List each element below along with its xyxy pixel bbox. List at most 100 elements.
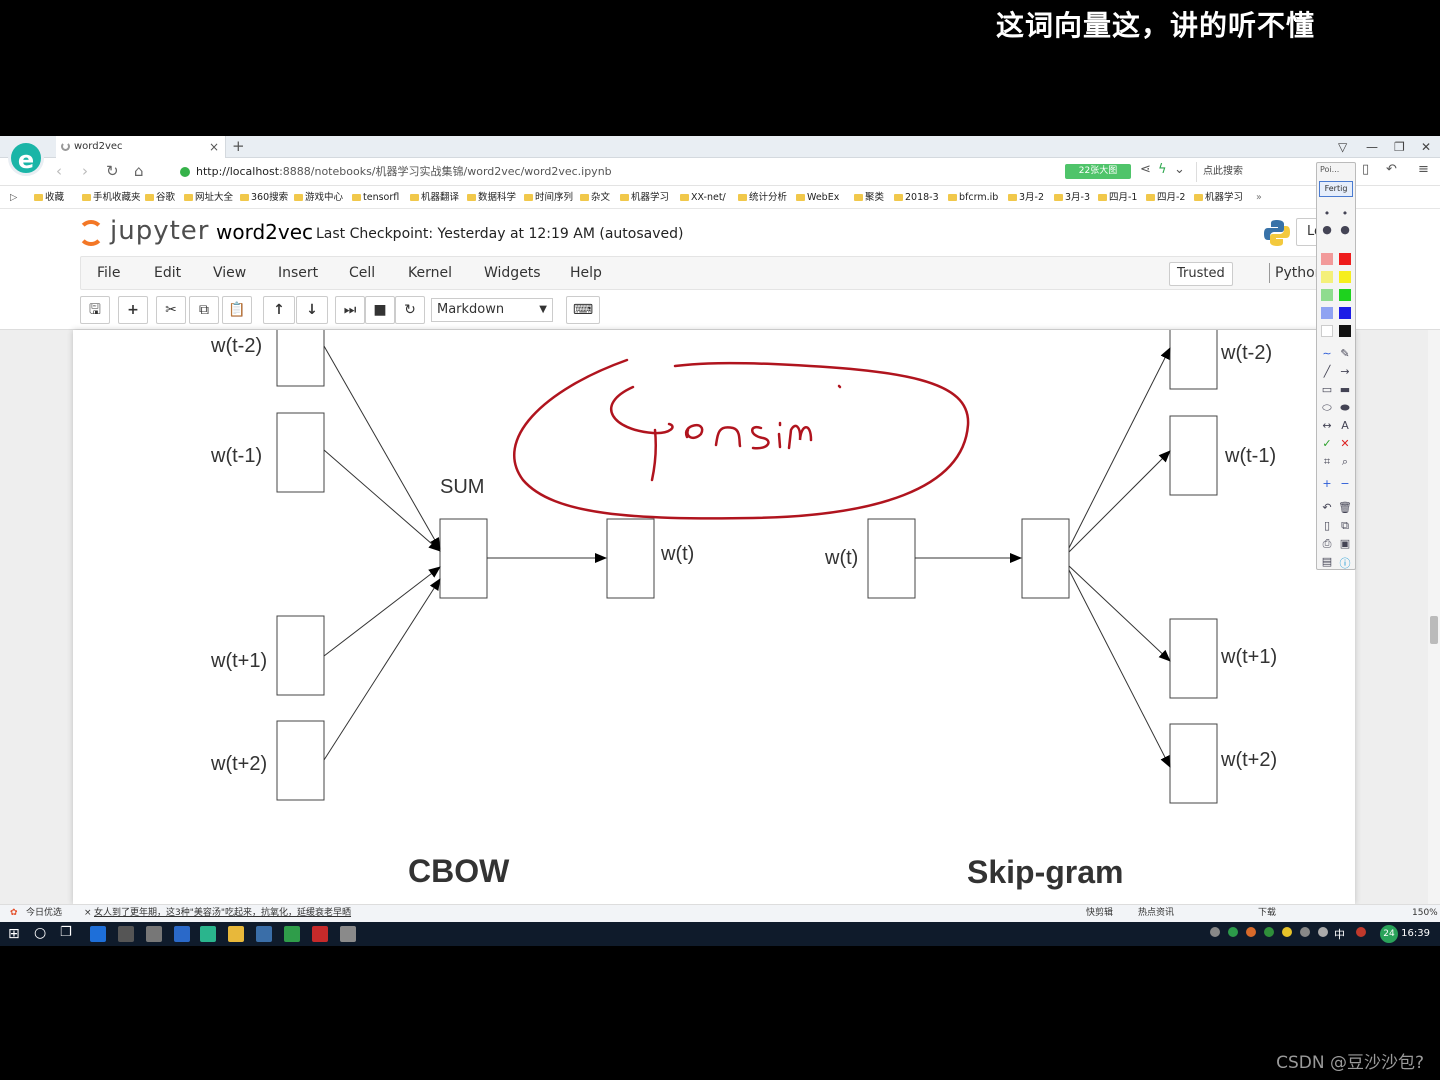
tray-icon[interactable] <box>1246 927 1256 937</box>
color-swatch[interactable] <box>1339 253 1351 265</box>
close-tab-icon[interactable]: × <box>208 140 219 154</box>
restart-button[interactable]: ↻ <box>395 296 425 324</box>
tab-word2vec[interactable]: word2vec × <box>56 136 226 158</box>
cross-icon[interactable]: ✕ <box>1340 437 1350 450</box>
bookmark-item[interactable]: 3月-3 <box>1054 187 1090 209</box>
bookmark-item[interactable]: bfcrm.ib <box>948 187 998 209</box>
copy-icon[interactable]: ⧉ <box>1341 519 1349 532</box>
paste-button[interactable]: 📋 <box>222 296 252 324</box>
undo-icon[interactable]: ↶ <box>1322 501 1332 514</box>
zoom-level[interactable]: 150% <box>1412 908 1438 918</box>
bookmark-item[interactable]: 收藏 <box>34 187 64 209</box>
tray-icon[interactable] <box>1210 927 1220 937</box>
bookmark-item[interactable]: 360搜索 <box>240 187 288 209</box>
color-swatch[interactable] <box>1339 307 1351 319</box>
menu-insert[interactable]: Insert <box>278 265 319 281</box>
share-icon[interactable]: ⋖ <box>1140 162 1151 177</box>
bookmark-item[interactable]: 四月-1 <box>1098 187 1137 209</box>
arrow-icon[interactable]: → <box>1340 365 1350 378</box>
explorer-app-icon[interactable] <box>228 926 244 942</box>
bookmark-item[interactable]: 手机收藏夹 <box>82 187 141 209</box>
copy-button[interactable]: ⧉ <box>189 296 219 324</box>
more-bookmarks-icon[interactable]: » <box>1256 192 1262 203</box>
run-button[interactable]: ⏭ <box>335 296 365 324</box>
menu-file[interactable]: File <box>97 265 121 281</box>
tray-icon[interactable] <box>1228 927 1238 937</box>
bookmark-item[interactable]: 数据科学 <box>467 187 516 209</box>
bookmark-item[interactable]: 机器学习 <box>1194 187 1243 209</box>
start-icon[interactable]: ⊞ <box>8 926 20 942</box>
phone-icon[interactable]: ▯ <box>1362 162 1370 177</box>
bookmarks-toggle-icon[interactable]: ▷ <box>10 192 18 203</box>
filled-ellipse-icon[interactable]: ⬬ <box>1340 401 1350 414</box>
bookmark-item[interactable]: 机器学习 <box>620 187 669 209</box>
print-icon[interactable]: ⎙ <box>1322 537 1332 550</box>
task-view-icon[interactable]: ❐ <box>60 925 72 940</box>
menu-edit[interactable]: Edit <box>154 265 182 281</box>
rectangle-icon[interactable]: ▭ <box>1321 383 1333 396</box>
reload-icon[interactable]: ↻ <box>106 162 119 180</box>
menu-kernel[interactable]: Kernel <box>408 265 452 281</box>
minus-icon[interactable]: − <box>1340 477 1350 490</box>
keyboard-shortcuts-button[interactable]: ⌨ <box>566 296 600 324</box>
filled-rectangle-icon[interactable]: ▬ <box>1339 383 1351 396</box>
plus-icon[interactable]: + <box>1322 477 1332 490</box>
jupyter-logo-icon[interactable] <box>78 220 104 246</box>
app-icon[interactable] <box>284 926 300 942</box>
bookmark-item[interactable]: XX-net/ <box>680 187 726 209</box>
bookmark-item[interactable]: 聚类 <box>854 187 884 209</box>
store-app-icon[interactable] <box>118 926 134 942</box>
small-dot-icon[interactable]: • <box>1323 207 1331 220</box>
bookmark-item[interactable]: 游戏中心 <box>294 187 343 209</box>
new-page-icon[interactable]: ▯ <box>1323 519 1331 532</box>
bookmark-item[interactable]: 杂文 <box>580 187 610 209</box>
screen-icon[interactable]: ▤ <box>1321 555 1333 568</box>
move-down-button[interactable]: ↓ <box>296 296 328 324</box>
search-input[interactable]: 点此搜索 <box>1196 162 1306 182</box>
bookmark-item[interactable]: 机器翻译 <box>410 187 459 209</box>
large-dot-icon[interactable]: ● <box>1340 223 1350 236</box>
color-swatch[interactable] <box>1321 307 1333 319</box>
menu-icon[interactable]: ≡ <box>1418 162 1429 177</box>
taskbar-clock[interactable]: 16:39 <box>1401 928 1430 939</box>
insert-cell-button[interactable]: + <box>118 296 148 324</box>
browser-app-icon[interactable] <box>200 926 216 942</box>
skin-icon[interactable]: ▽ <box>1338 140 1348 154</box>
interrupt-button[interactable]: ■ <box>365 296 395 324</box>
bookmark-item[interactable]: WebEx <box>796 187 839 209</box>
fertig-button[interactable]: Fertig <box>1319 181 1353 197</box>
crop-icon[interactable]: ⌗ <box>1323 455 1331 468</box>
close-window-icon[interactable]: ✕ <box>1421 140 1432 154</box>
cell-type-select[interactable]: Markdown ▼ <box>431 298 553 322</box>
tray-icon[interactable] <box>1264 927 1274 937</box>
maximize-icon[interactable]: ❐ <box>1394 140 1405 154</box>
check-icon[interactable]: ✓ <box>1322 437 1332 450</box>
double-arrow-icon[interactable]: ↔ <box>1322 419 1332 432</box>
minimize-icon[interactable]: — <box>1366 140 1378 154</box>
move-up-button[interactable]: ↑ <box>263 296 295 324</box>
app-icon[interactable] <box>312 926 328 942</box>
undo-icon[interactable]: ↶ <box>1386 162 1397 177</box>
small-dot-icon[interactable]: • <box>1341 207 1349 220</box>
menu-widgets[interactable]: Widgets <box>484 265 541 281</box>
bookmark-item[interactable]: 2018-3 <box>894 187 939 209</box>
cortana-icon[interactable]: ○ <box>34 925 47 941</box>
medium-dot-icon[interactable]: ● <box>1322 223 1332 236</box>
url-bar[interactable]: http://localhost:8888/notebooks/机器学习实战集锦… <box>178 162 1058 182</box>
bookmark-item[interactable]: 网址大全 <box>184 187 233 209</box>
chevron-down-icon[interactable]: ⌄ <box>1174 162 1185 177</box>
ime-indicator[interactable]: 中 <box>1334 928 1345 941</box>
jupyter-logo-text[interactable]: jupyter <box>110 216 210 246</box>
mail-app-icon[interactable] <box>146 926 162 942</box>
zoom-icon[interactable]: ⌕ <box>1341 455 1349 468</box>
menu-view[interactable]: View <box>213 265 247 281</box>
info-icon[interactable]: ⓘ <box>1339 557 1351 570</box>
line-icon[interactable]: ╱ <box>1323 365 1331 378</box>
vscode-app-icon[interactable] <box>174 926 190 942</box>
trash-icon[interactable]: 🗑 <box>1338 501 1352 514</box>
bolt-icon[interactable]: ϟ <box>1158 162 1167 177</box>
ellipse-icon[interactable]: ⬭ <box>1322 401 1332 414</box>
cut-button[interactable]: ✂ <box>156 296 186 324</box>
bookmark-item[interactable]: tensorfl <box>352 187 399 209</box>
color-swatch[interactable] <box>1321 253 1333 265</box>
